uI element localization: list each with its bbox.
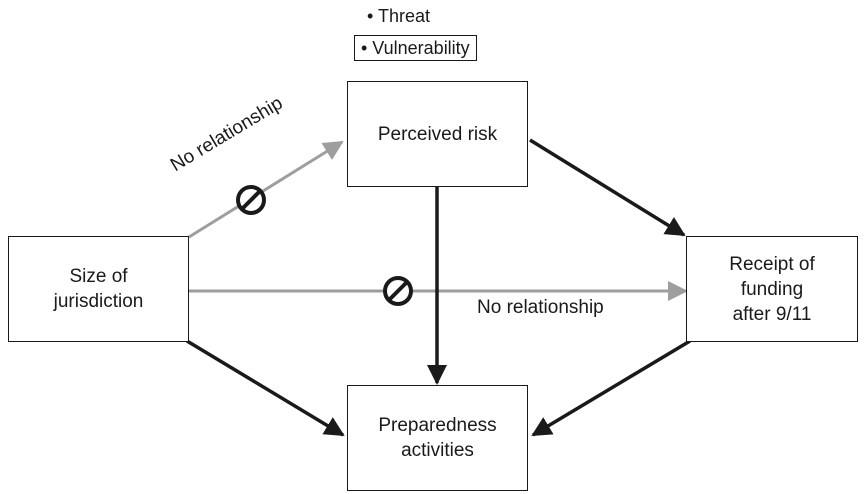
node-preparedness-activities: Preparedness activities [347, 385, 528, 491]
node-receipt-line3: after 9/11 [732, 303, 812, 325]
edge-size-to-preparedness [186, 339, 345, 437]
node-size-of-jurisdiction: Size of jurisdiction [8, 236, 189, 342]
edge-label-size-to-receipt: No relationship [477, 297, 604, 318]
node-prep-line1: Preparedness [378, 415, 497, 436]
prohibition-icon [236, 185, 266, 215]
node-receipt-of-funding: Receipt of funding after 9/11 [686, 236, 858, 342]
legend-vulnerability: • Vulnerability [354, 35, 477, 61]
edge-size-to-perceived-risk [188, 140, 344, 239]
node-receipt-line2: funding [740, 278, 804, 300]
edge-receipt-to-preparedness [531, 339, 691, 437]
node-perceived-risk-label: Perceived risk [377, 123, 498, 145]
node-perceived-risk: Perceived risk [347, 81, 528, 187]
node-receipt-line1: Receipt of [729, 253, 815, 275]
node-size-line2: jurisdiction [53, 291, 144, 312]
node-size-line1: Size of [69, 266, 128, 287]
legend-threat: • Threat [367, 6, 430, 26]
edge-perceived-risk-to-receipt [529, 138, 686, 237]
prohibition-icon [383, 276, 413, 306]
node-prep-line2: activities [401, 440, 474, 461]
